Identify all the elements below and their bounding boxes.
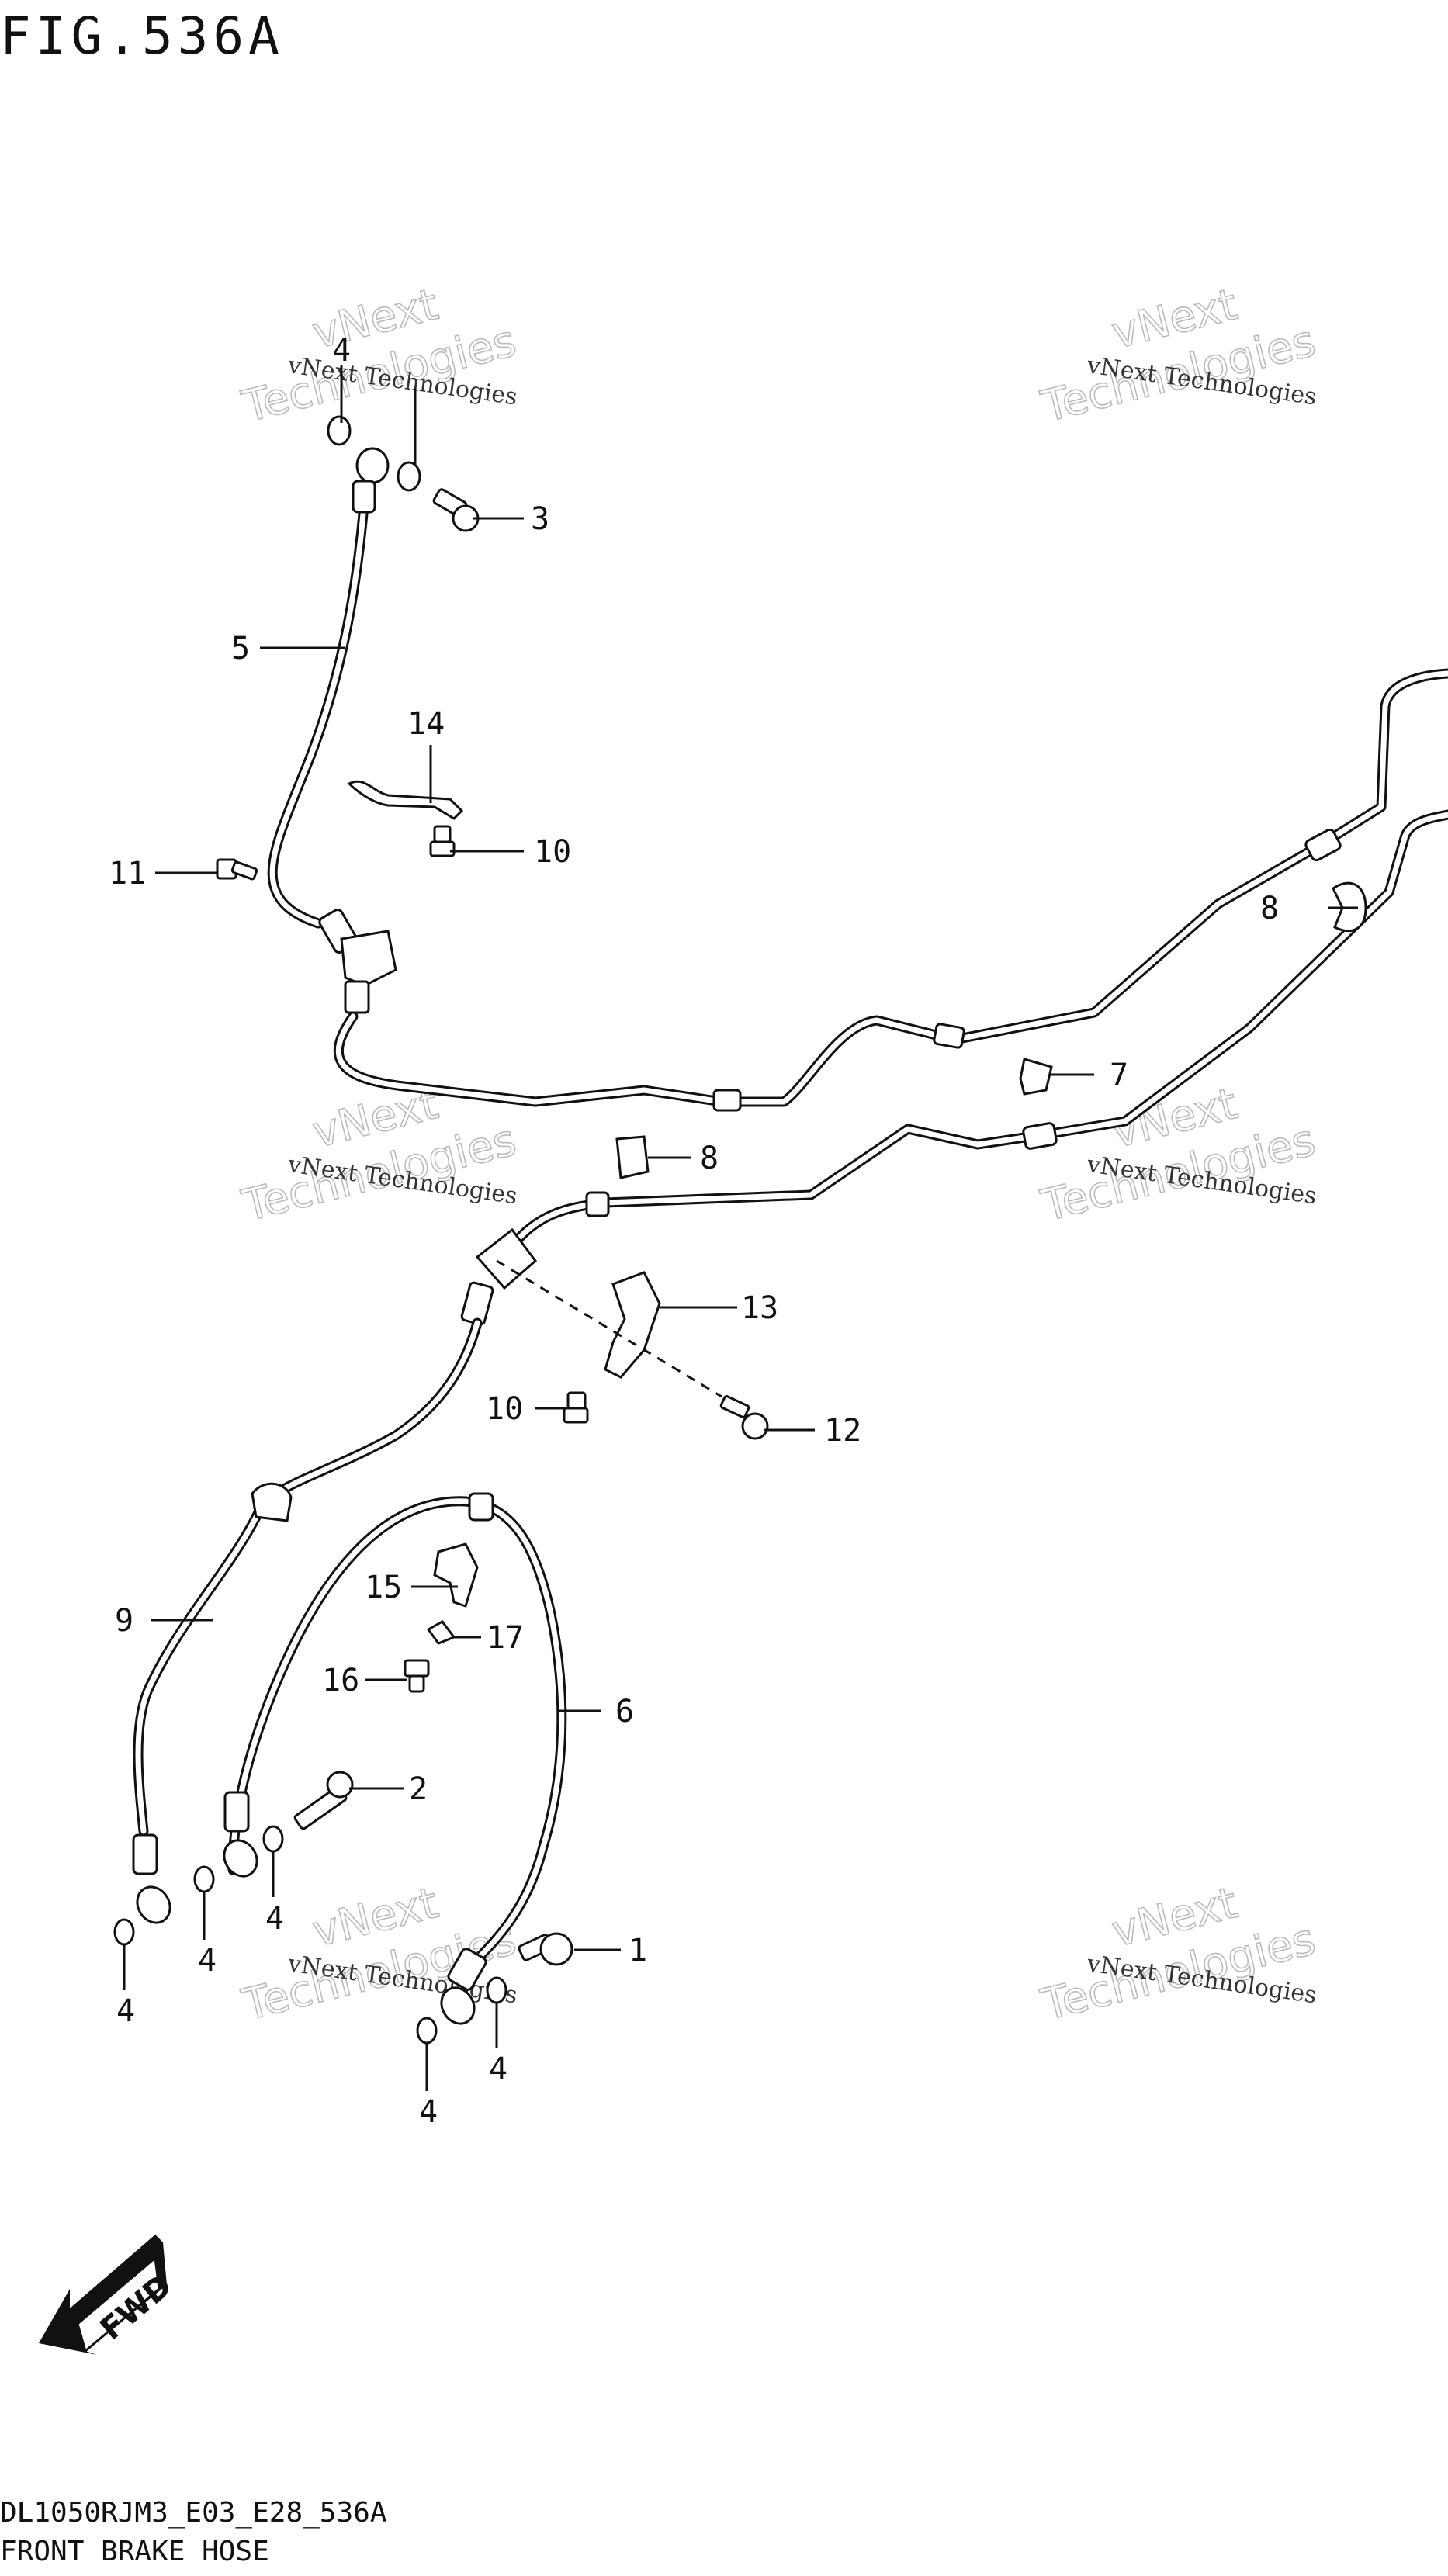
page-title: FIG.536A — [0, 6, 284, 66]
callout-16: 16 — [322, 1663, 359, 1698]
brake-hose-6 — [223, 1492, 567, 2025]
watermark: vNext Technologies — [237, 279, 521, 433]
callout-3: 3 — [531, 501, 549, 537]
callout-10: 10 — [486, 1391, 523, 1427]
watermark-group: vNext Technologies vNext Technologies vN… — [237, 279, 1321, 2031]
banjo-bolt-3 — [432, 488, 480, 532]
callout-4: 4 — [116, 1993, 135, 2029]
brake-pipe-lower — [511, 809, 1448, 1247]
fwd-arrow-icon: FWD — [39, 2235, 178, 2355]
hose-joint — [340, 930, 397, 1014]
watermark: vNext Technologies — [237, 1078, 521, 1232]
nut-17 — [426, 1620, 456, 1645]
callout-4: 4 — [419, 2094, 438, 2130]
bolt-16 — [404, 1659, 430, 1693]
hose-joint-lower — [460, 1227, 538, 1326]
watermark: vNext Technologies — [1036, 1877, 1321, 2031]
watermark: vNext Technologies — [1036, 279, 1321, 433]
diagram-name: FRONT BRAKE HOSE — [0, 2536, 269, 2567]
washers — [113, 415, 507, 2045]
callout-4: 4 — [489, 2051, 507, 2087]
diagram-code: DL1050RJM3_E03_E28_536A — [0, 2497, 387, 2529]
callout-8: 8 — [1260, 891, 1279, 926]
bolt-12 — [719, 1395, 769, 1440]
callout-leaders — [123, 365, 1358, 2091]
clamp-8b — [615, 1135, 650, 1179]
callout-11: 11 — [109, 856, 146, 892]
bolt-10b — [563, 1391, 589, 1424]
callout-labels: 4 3 5 14 10 11 8 7 8 13 10 12 9 15 17 16… — [109, 333, 1279, 2130]
callout-13: 13 — [741, 1290, 778, 1326]
banjo-bolt-1 — [518, 1932, 573, 1966]
callout-14: 14 — [407, 706, 445, 742]
brake-pipe-upper — [333, 668, 1448, 1112]
callout-5: 5 — [231, 631, 250, 667]
brake-hose-5 — [267, 447, 390, 954]
callout-8: 8 — [700, 1141, 719, 1176]
bolt-11 — [216, 858, 258, 881]
callout-7: 7 — [1110, 1058, 1128, 1093]
bracket-13 — [496, 1259, 722, 1398]
bolt-10a — [429, 825, 456, 857]
callout-15: 15 — [365, 1570, 402, 1605]
callout-9: 9 — [115, 1603, 133, 1639]
callout-4: 4 — [332, 333, 351, 369]
callout-2: 2 — [409, 1771, 428, 1807]
watermark: vNext Technologies — [237, 1877, 521, 2031]
callout-1: 1 — [629, 1933, 647, 1968]
banjo-bolt-2 — [293, 1771, 354, 1830]
brake-hose-9 — [132, 1317, 483, 1924]
callout-6: 6 — [615, 1694, 634, 1729]
clamp-7 — [1019, 1058, 1053, 1096]
callout-4: 4 — [198, 1943, 217, 1979]
clamp-15 — [433, 1542, 479, 1608]
callout-10: 10 — [534, 834, 571, 870]
bracket-14 — [347, 780, 464, 820]
callout-17: 17 — [487, 1620, 524, 1656]
callout-4: 4 — [265, 1901, 284, 1937]
callout-12: 12 — [824, 1413, 861, 1449]
